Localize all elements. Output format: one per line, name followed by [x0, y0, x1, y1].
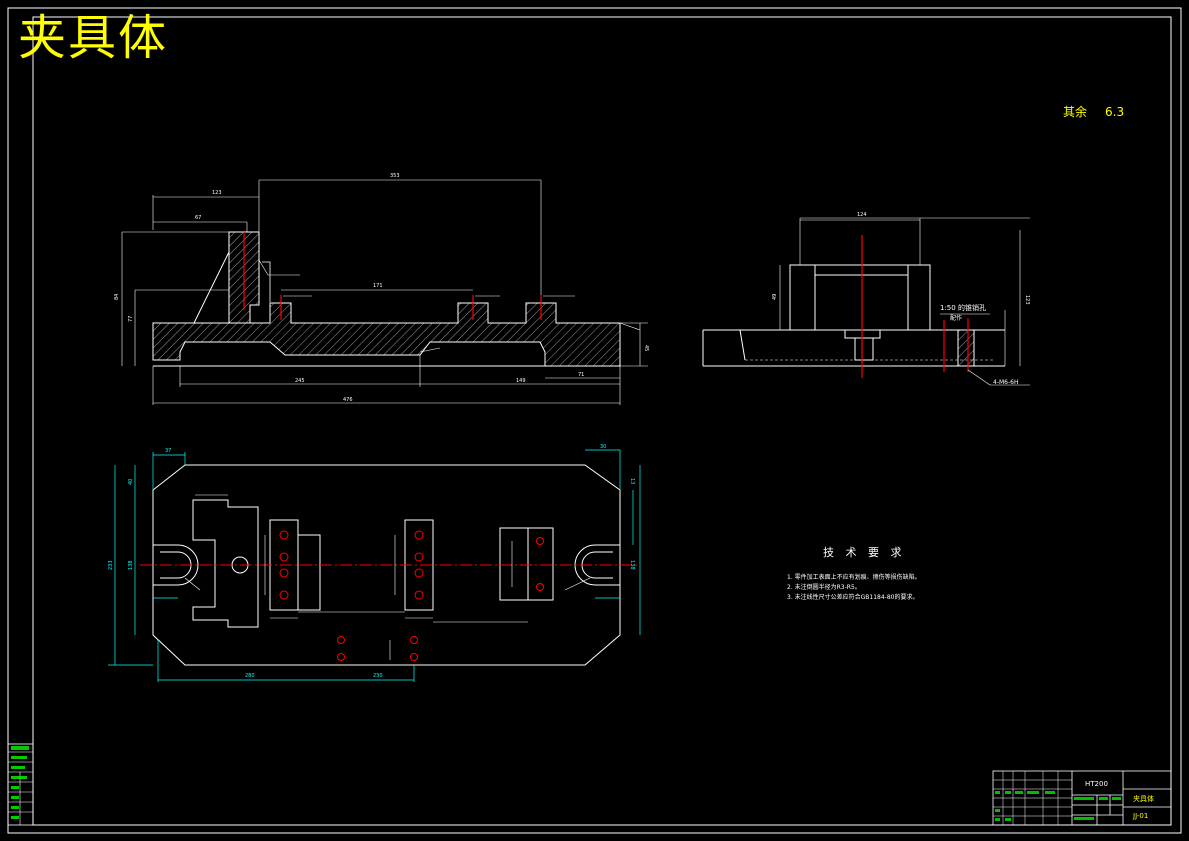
dim-overall: 476	[343, 397, 353, 403]
title-block	[992, 770, 1172, 826]
dim-top-long: 353	[390, 173, 400, 179]
side-view: 124 49 123 1:50 的锥销孔 配作 4-M6-6H	[702, 212, 1030, 386]
plan-dim-right-top: 13	[629, 478, 635, 484]
title-block-drawing-no: JJ-01	[1133, 812, 1149, 820]
binding-strip	[7, 743, 34, 826]
dim-mid: 171	[373, 283, 383, 289]
dim-bottom-far: 71	[578, 372, 584, 378]
roughness-value: 6.3	[1105, 105, 1125, 119]
title-block-part-name: 夹具体	[1133, 795, 1154, 803]
plan-dim-left-a: 40	[128, 479, 134, 485]
dim-bottom-inner: 245	[295, 378, 305, 384]
bolt-label: 4-M6-6H	[993, 379, 1018, 386]
plan-dim-tr: 30	[600, 444, 606, 450]
tech-requirements-notes: 1. 零件加工表面上不应有划痕、擦伤等损伤缺陷。 2. 未注倒圆半径为R3-R5…	[787, 573, 921, 603]
drawing-title: 夹具体	[18, 10, 169, 66]
taper-note-2: 配作	[950, 314, 962, 322]
plan-dim-right-mid: 138	[629, 560, 635, 570]
plan-view: 37 30 40 138 233 13 138 280 230	[108, 444, 641, 682]
dim-height-left: 84	[114, 294, 120, 300]
tech-note: 2. 未注倒圆半径为R3-R5。	[787, 584, 861, 591]
dim-top-short: 123	[212, 190, 222, 196]
front-view: 353 123 67 171 84 77 45 245 149 71 476	[114, 173, 649, 405]
inner-border	[32, 16, 1172, 826]
plan-dim-bottom-a: 280	[245, 673, 255, 679]
plan-dim-bottom-b: 230	[373, 673, 383, 679]
title-block-material: HT200	[1085, 780, 1108, 788]
dim-bottom-right: 149	[516, 378, 526, 384]
plan-dim-tl: 37	[165, 448, 171, 454]
dim-height-small: 77	[128, 316, 134, 322]
dim-right-h: 45	[643, 345, 649, 351]
tech-note: 1. 零件加工表面上不应有划痕、擦伤等损伤缺陷。	[787, 574, 921, 581]
roughness-label: 其余	[1063, 105, 1088, 119]
plan-dim-height: 233	[108, 560, 114, 570]
side-dim-top: 124	[857, 212, 867, 218]
surface-roughness: 其余 6.3	[1063, 103, 1124, 120]
side-dim-right: 123	[1024, 295, 1030, 305]
side-dim-left: 49	[772, 294, 778, 300]
taper-note: 1:50 的锥销孔	[940, 303, 986, 312]
tech-note: 3. 未注线性尺寸公差应符合GB1184-80的要求。	[787, 594, 919, 601]
plan-dim-left-b: 138	[128, 560, 134, 570]
base-section	[152, 302, 621, 367]
tech-requirements-heading: 技 术 要 求	[823, 546, 906, 559]
outer-border	[7, 7, 1182, 834]
dim-inner: 67	[195, 215, 201, 221]
